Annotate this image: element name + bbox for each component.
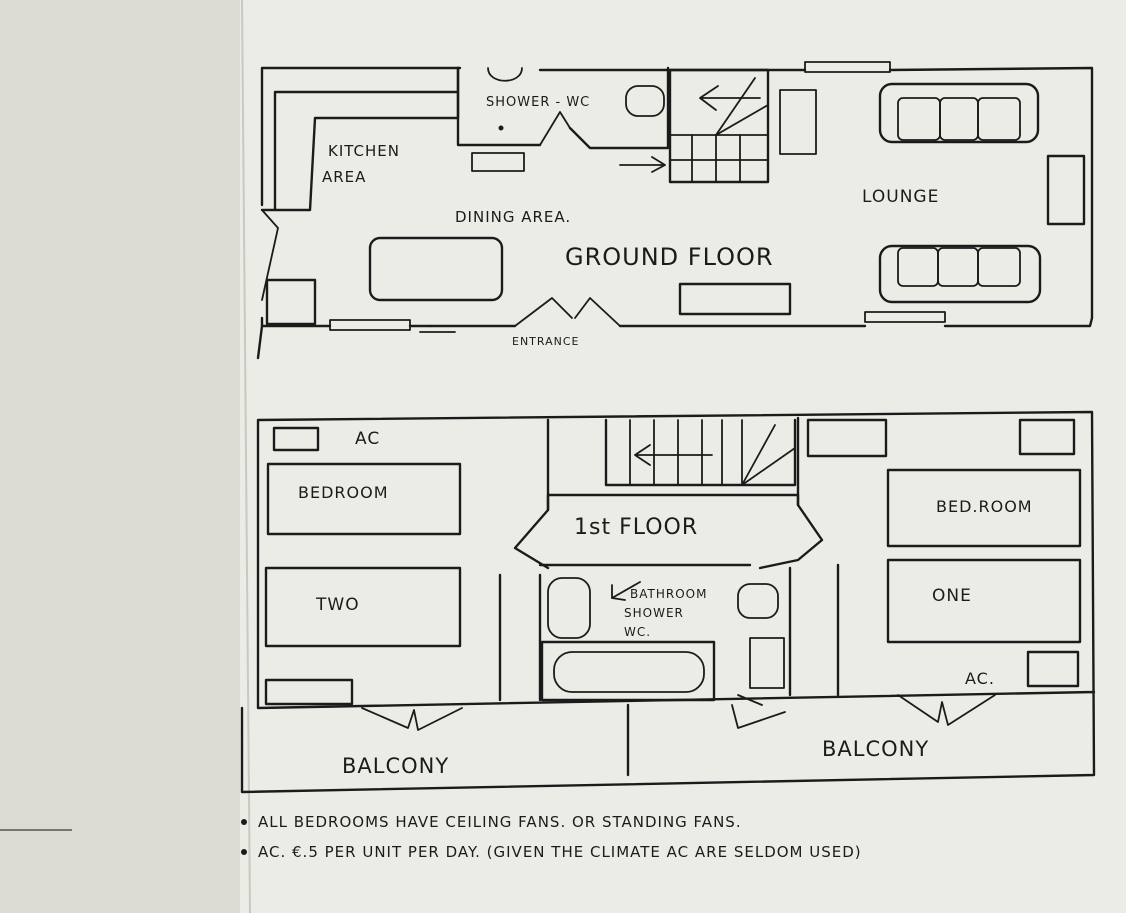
wc-bowl bbox=[625, 85, 665, 117]
note-fans: ALL BEDROOMS HAVE CEILING FANS. OR STAND… bbox=[258, 813, 742, 831]
bedroom-one-ac-unit bbox=[1026, 650, 1080, 688]
bathroom-bathtub bbox=[540, 640, 716, 702]
bathroom-label: BATHROOM bbox=[630, 587, 707, 601]
first-outer-wall bbox=[240, 410, 1096, 794]
bathroom-door-arrow bbox=[611, 581, 641, 601]
ground-cabinet bbox=[471, 152, 525, 172]
ground-wall-cabinet bbox=[779, 89, 817, 155]
bedroom-two-cabinet bbox=[264, 678, 354, 706]
shower-wc-walls bbox=[456, 66, 670, 150]
drain bbox=[498, 125, 504, 131]
entrance-doors bbox=[514, 297, 621, 327]
bedroom-one-wall-unit bbox=[1018, 418, 1076, 456]
paper-left-panel bbox=[0, 0, 250, 913]
side-door bbox=[261, 209, 279, 301]
first-floor-plan bbox=[240, 410, 1096, 794]
bedroom-two-bed-bottom bbox=[264, 566, 462, 648]
balcony-right-label: BALCONY bbox=[822, 737, 929, 761]
bedroom-one-label: BED.ROOM bbox=[936, 497, 1033, 516]
bedroom-one-cabinet bbox=[806, 418, 888, 458]
first-interior-walls bbox=[498, 416, 840, 777]
first-floor-title: 1st FLOOR bbox=[574, 515, 698, 540]
ac-label-right: AC. bbox=[965, 669, 995, 688]
bedroom-one-bed-top bbox=[886, 468, 1082, 548]
ground-floor-plan bbox=[256, 61, 1094, 360]
bathroom-wc bbox=[737, 583, 779, 619]
window-top bbox=[804, 61, 891, 73]
bedroom-two-number: TWO bbox=[315, 595, 360, 615]
shower-tray bbox=[487, 67, 523, 82]
bathroom-basin bbox=[547, 577, 591, 639]
bedroom-two-bed-top bbox=[266, 462, 462, 536]
first-floor-landing bbox=[513, 493, 824, 570]
lounge-sofa-top bbox=[878, 82, 1040, 144]
kitchen-area-label: AREA bbox=[322, 168, 366, 186]
window-front-right bbox=[864, 311, 946, 323]
note-bullet bbox=[241, 849, 247, 855]
shower-door bbox=[539, 111, 571, 146]
entrance-label: ENTRANCE bbox=[512, 335, 579, 348]
bedroom-two-label: BEDROOM bbox=[298, 483, 389, 502]
lounge-side-cabinet bbox=[1046, 154, 1086, 226]
ac-label-left: AC bbox=[355, 429, 380, 449]
kitchen-label: KITCHEN bbox=[328, 142, 400, 160]
shower-wc-label: SHOWER - WC bbox=[486, 95, 590, 110]
ground-floor-title: GROUND FLOOR bbox=[565, 243, 774, 271]
bedroom-one-bed-bottom bbox=[886, 558, 1082, 644]
window-front-left bbox=[329, 319, 411, 331]
balcony-door-left bbox=[361, 707, 463, 731]
paper-sheet bbox=[240, 0, 1126, 913]
dining-area-label: DINING AREA. bbox=[455, 208, 571, 226]
lounge-label: LOUNGE bbox=[862, 187, 939, 207]
note-bullet bbox=[241, 819, 247, 825]
kitchen-unit bbox=[265, 278, 317, 326]
bathroom-shower-label: SHOWER bbox=[624, 606, 684, 620]
bedroom-one-number: ONE bbox=[932, 586, 972, 606]
tv-unit bbox=[678, 282, 792, 316]
balcony-door-right bbox=[897, 694, 996, 726]
balcony-door-middle bbox=[731, 694, 786, 729]
ground-front-wall bbox=[260, 316, 432, 328]
bathroom-wc-label: WC. bbox=[624, 625, 651, 639]
balcony-left-label: BALCONY bbox=[342, 754, 449, 778]
lounge-sofa-bottom bbox=[878, 244, 1042, 304]
note-ac-cost: AC. €.5 PER UNIT PER DAY. (GIVEN THE CLI… bbox=[258, 843, 862, 861]
dining-table bbox=[368, 236, 504, 302]
bathroom-shower bbox=[749, 637, 785, 689]
paper-fold bbox=[241, 0, 251, 913]
bathroom-bathtub-inner bbox=[553, 651, 705, 693]
ground-stairs bbox=[619, 68, 770, 184]
first-floor-stairs bbox=[604, 418, 797, 487]
bedroom-two-ac-unit bbox=[272, 426, 320, 452]
